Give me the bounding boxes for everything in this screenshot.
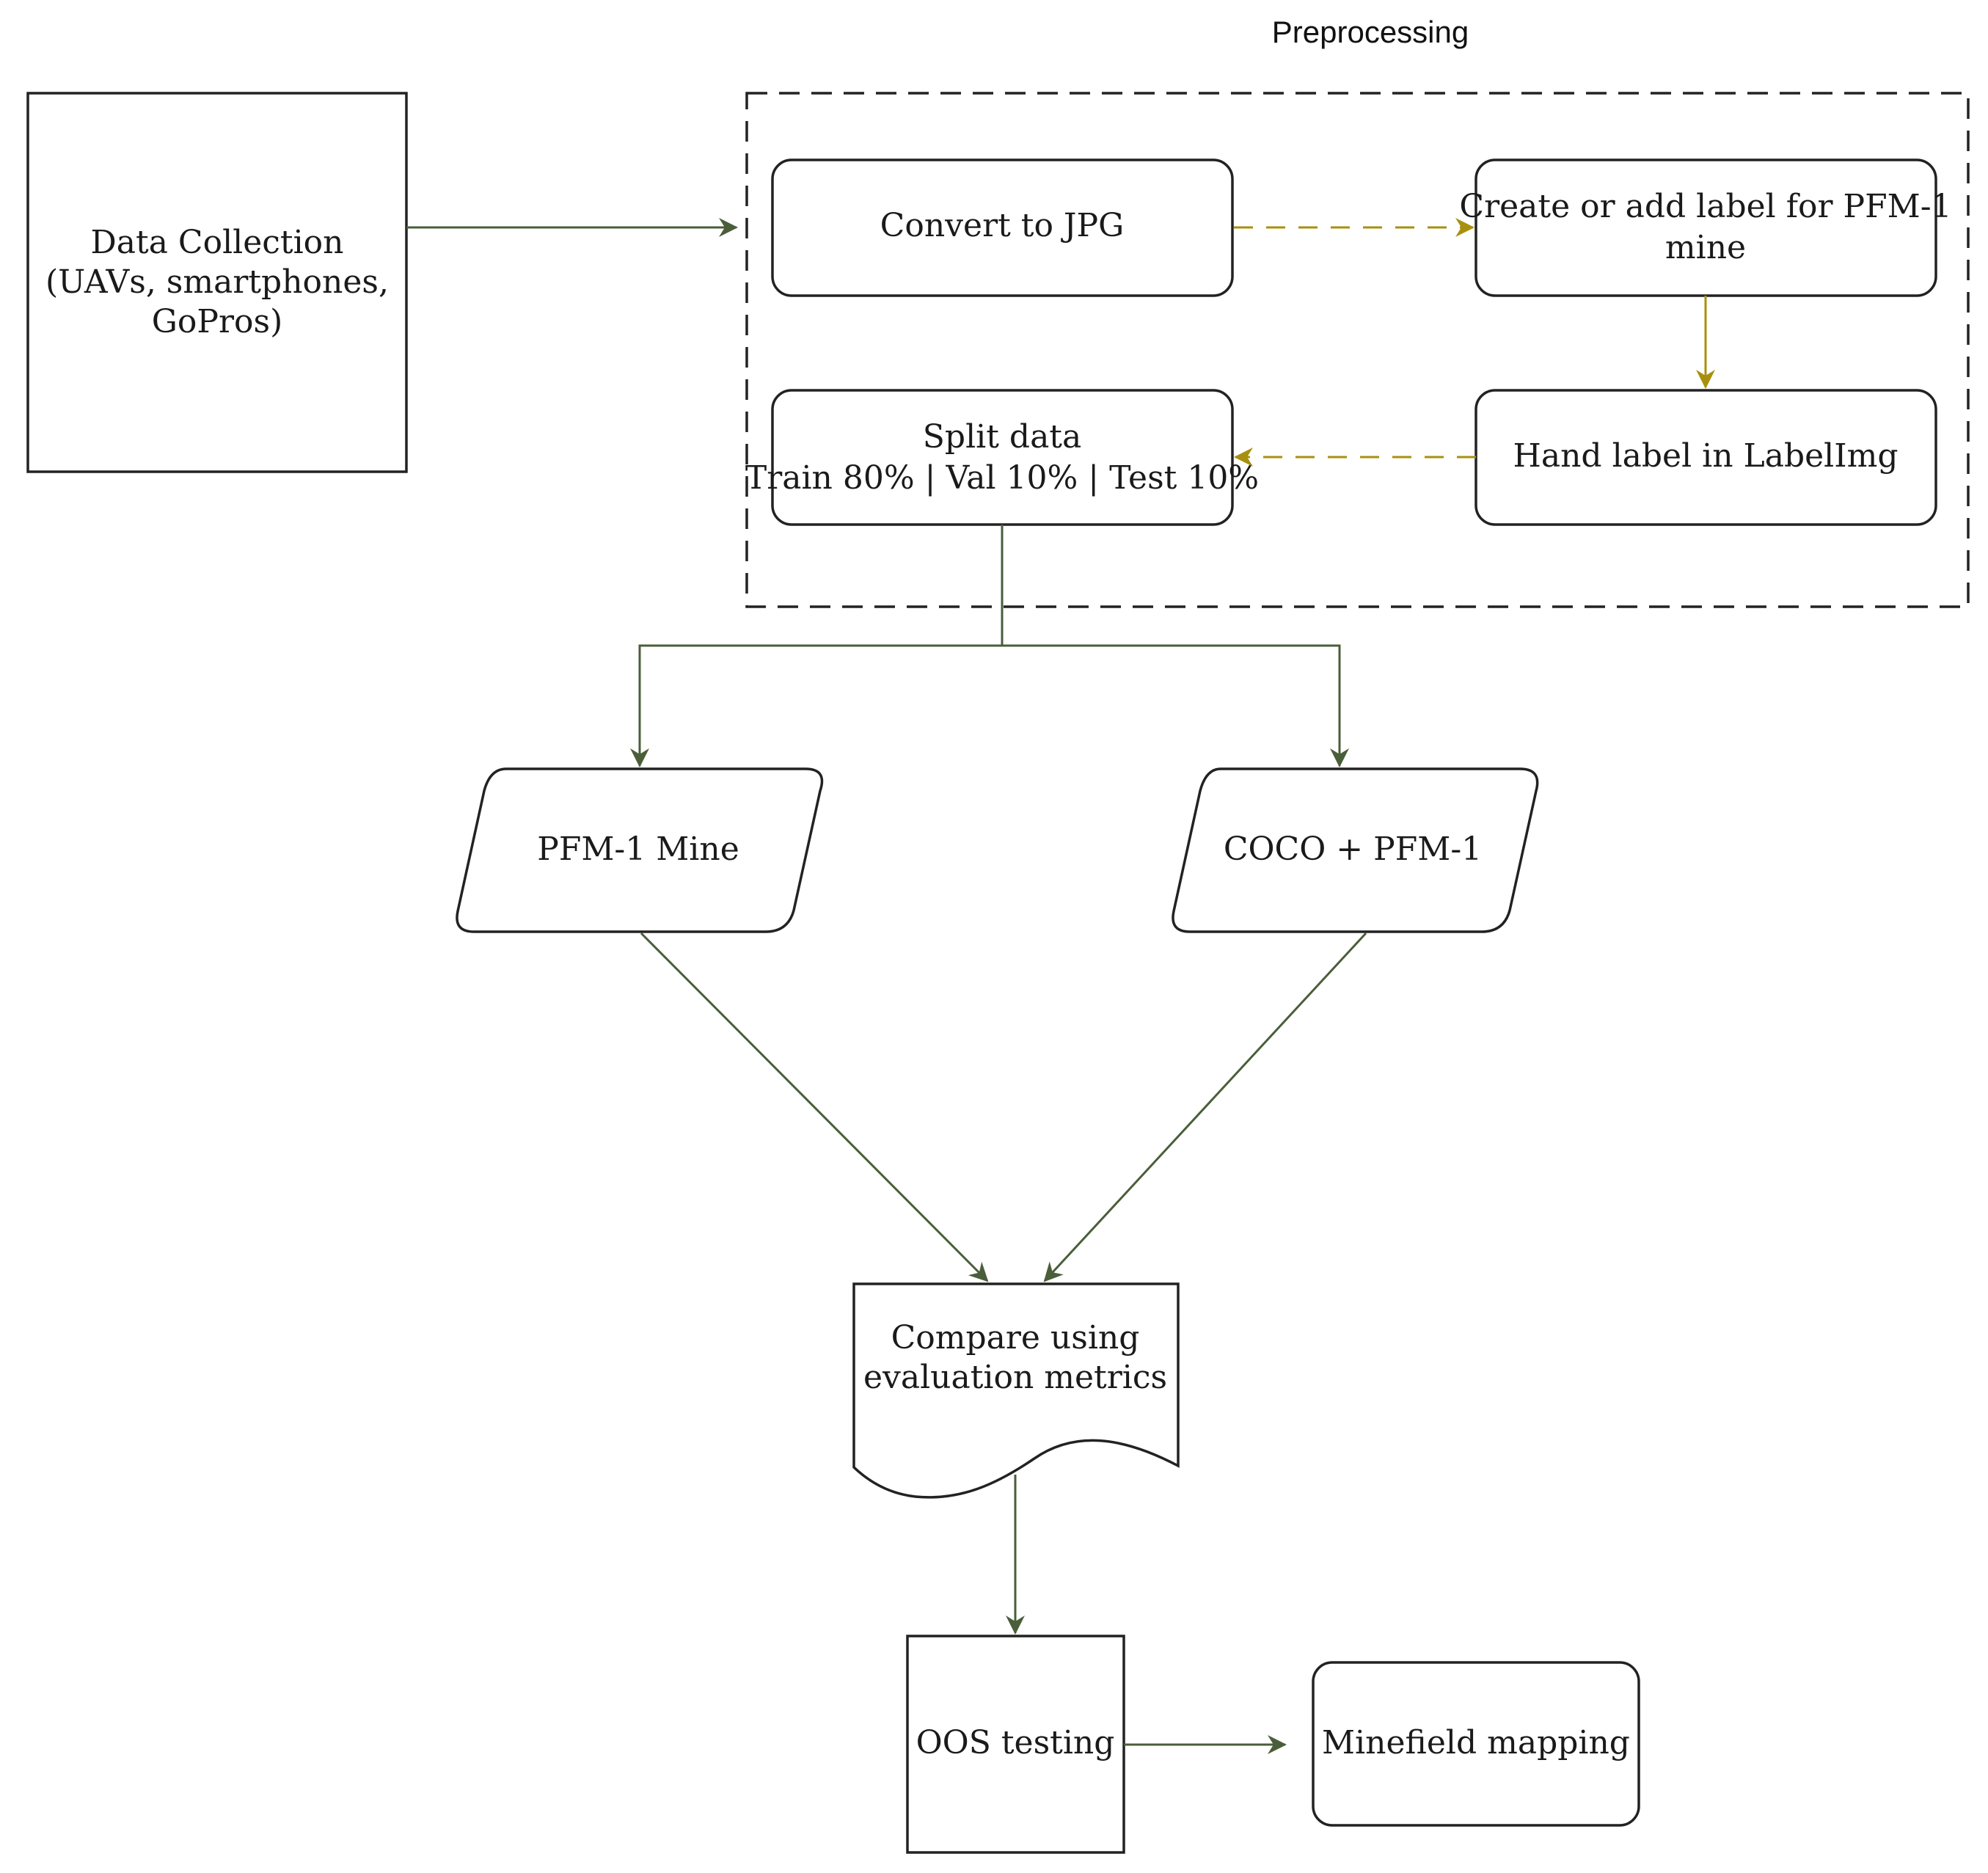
arrow-coco-to-compare <box>1043 932 1367 1282</box>
data-collection-line-3: GoPros) <box>152 303 283 340</box>
convert-jpg-node: Convert to JPG <box>771 158 1234 297</box>
oos-testing-label: OOS testing <box>916 1724 1115 1761</box>
pfm1-mine-label: PFM-1 Mine <box>537 830 739 868</box>
data-collection-node: Data Collection(UAVs, smartphones,GoPros… <box>26 92 408 473</box>
create-label-line-1: Create or add label for PFM-1 <box>1459 188 1951 225</box>
hand-label-node: Hand label in LabelImg <box>1474 389 1937 526</box>
data-collection-line-2: (UAVs, smartphones, <box>45 263 389 301</box>
data-collection-line-1: Data Collection <box>91 224 344 261</box>
minefield-mapping-node: Minefield mapping <box>1312 1661 1640 1827</box>
svg-text:Create or add label for PFM-1m: Create or add label for PFM-1 mine <box>1459 188 1951 266</box>
hand-label-label: Hand label in LabelImg <box>1513 437 1898 475</box>
coco-pfm1-node: COCO + PFM-1 <box>1172 767 1539 933</box>
compare-line-2: evaluation metrics <box>863 1359 1167 1396</box>
connector-split-branch <box>630 525 1004 767</box>
pfm1-mine-node: PFM-1 Mine <box>456 767 824 933</box>
svg-text:Data Collection(UAVs, smartpho: Data Collection(UAVs, smartphones,GoPros… <box>45 224 389 340</box>
create-label-node: Create or add label for PFM-1 mine <box>1459 158 1952 297</box>
split-data-line-2: Train 80% | Val 10% | Test 10% <box>745 459 1259 497</box>
minefield-mapping-label: Minefield mapping <box>1322 1724 1630 1761</box>
preprocessing-container <box>745 92 1970 608</box>
preprocessing-title: Preprocessing <box>1272 15 1469 49</box>
coco-pfm1-label: COCO + PFM-1 <box>1224 830 1482 868</box>
split-data-line-1: Split data <box>923 418 1081 456</box>
connector-split-branch-right <box>1002 644 1349 767</box>
arrow-pfm1-to-compare <box>640 932 989 1282</box>
oos-testing-node: OOS testing <box>906 1635 1125 1854</box>
convert-jpg-label: Convert to JPG <box>880 207 1125 244</box>
compare-line-1: Compare using <box>891 1319 1140 1357</box>
create-label-line-2: mine <box>1665 229 1746 266</box>
